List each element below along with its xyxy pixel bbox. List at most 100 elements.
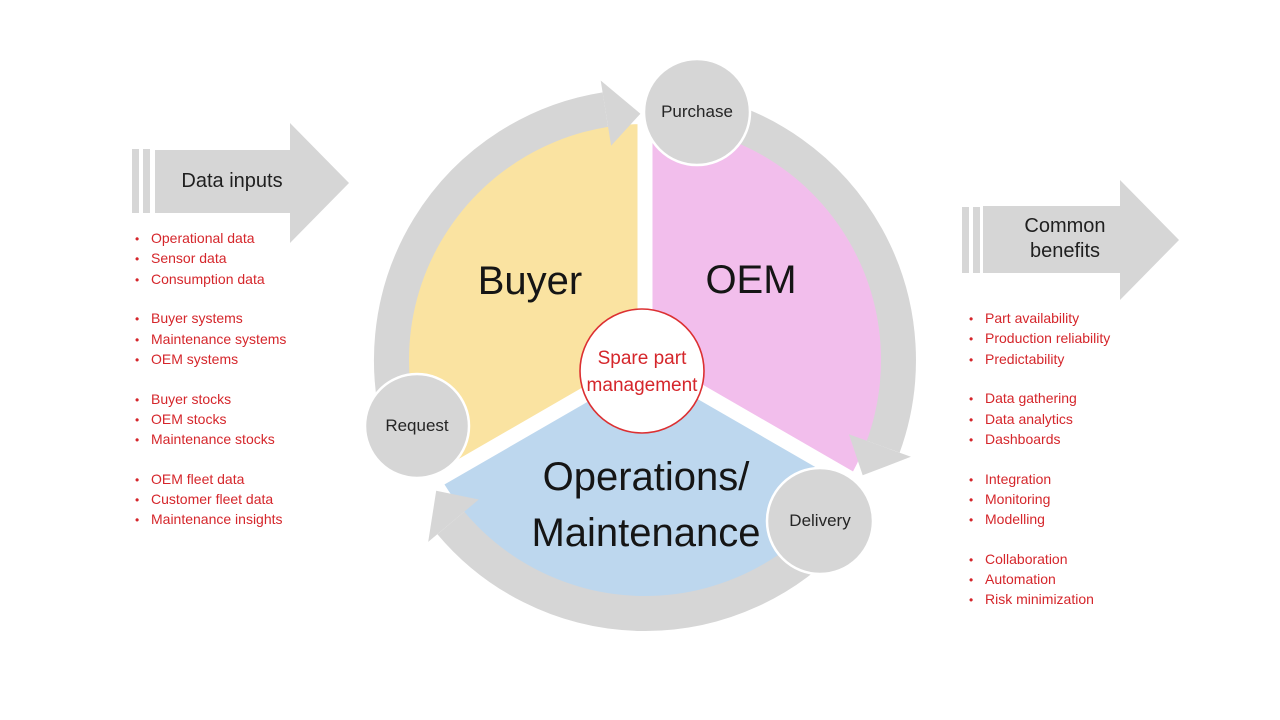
- bullet-item-label: Maintenance systems: [151, 330, 287, 347]
- right-arrow-bar-icon: [973, 207, 980, 273]
- bullet-item: •Automation: [969, 570, 1110, 590]
- bullet-item: • Data analytics: [969, 410, 1110, 430]
- bullet-item-label: Predictability: [985, 350, 1065, 367]
- common-benefits-arrow-icon: [983, 180, 1179, 300]
- bullet-group: • OEM fleet data •Customer fleet data•Main…: [135, 470, 286, 531]
- bullet-dot-icon: •: [969, 332, 974, 347]
- bullet-item: •Operational data: [135, 229, 286, 249]
- bullet-dot-icon: •: [969, 352, 974, 367]
- bullet-dot-icon: •: [135, 352, 140, 367]
- bullet-item-label: Dashboards: [985, 430, 1061, 447]
- cycle-arc-bottom: [437, 507, 847, 631]
- bullet-item: • Sensor data: [135, 249, 286, 269]
- bullet-item: • Predictability: [969, 350, 1110, 370]
- bullet-dot-icon: •: [135, 252, 140, 267]
- node-circle-request: [363, 372, 471, 480]
- node-circle-purchase: [642, 57, 752, 167]
- center-circle: [579, 308, 705, 434]
- bullet-item-label: Production reliability: [985, 330, 1111, 347]
- bullet-item: • Collaboration: [969, 550, 1110, 570]
- bullet-dot-icon: •: [969, 312, 974, 326]
- node-label-delivery: Delivery: [789, 511, 851, 530]
- node-label-request: Request: [385, 416, 449, 435]
- right-arrow-bar-icon: [962, 207, 969, 273]
- common-benefits-title-line1: Common: [1024, 215, 1106, 237]
- bullet-item: • Consumption data: [135, 270, 286, 290]
- bullet-item-label: Maintenance insights: [151, 511, 283, 528]
- bullet-item: • OEM fleet data: [135, 470, 286, 490]
- bullet-group: • Part availability • Production reliabilit…: [969, 309, 1110, 370]
- bullet-item-label: Consumption data: [151, 270, 265, 287]
- bullet-dot-icon: •: [135, 332, 140, 347]
- bullet-dot-icon: •: [135, 472, 140, 487]
- center-label: Spare part management: [552, 345, 732, 399]
- bullet-item-label: Data gathering: [985, 390, 1077, 407]
- bullet-item-label: Customer fleet data: [151, 491, 274, 508]
- left-arrow-bar-icon: [143, 149, 150, 213]
- bullet-item-label: Modelling: [985, 511, 1045, 528]
- common-benefits-list: • Part availability • Production reliabilit…: [969, 309, 1110, 611]
- bullet-item-label: Collaboration: [985, 550, 1068, 567]
- bullet-dot-icon: •: [969, 513, 974, 528]
- segment-label-operations-line1: Operations/: [542, 455, 750, 499]
- bullet-dot-icon: •: [135, 392, 140, 407]
- data-inputs-arrow-icon: [155, 123, 349, 243]
- bullet-item: • OEM systems: [135, 350, 286, 370]
- bullet-item-label: Part availability: [985, 310, 1080, 326]
- bullet-item: • Production reliability: [969, 329, 1110, 349]
- segment-label-operations-maintenance: Operations/ Maintenance: [445, 449, 847, 561]
- bullet-dot-icon: •: [969, 432, 974, 447]
- bullet-item-label: Buyer stocks: [151, 390, 232, 407]
- bullet-item: •Buyer systems: [135, 309, 286, 329]
- bullet-item-label: Monitoring: [985, 490, 1051, 507]
- bullet-item: • Maintenance systems: [135, 330, 286, 350]
- bullet-group: •Data gathering • Data analytics • Dashboard…: [969, 389, 1110, 450]
- bullet-item-label: Data analytics: [985, 410, 1073, 427]
- cycle-arc-oem-side: [692, 94, 916, 453]
- arrowhead-to-delivery-icon: [848, 434, 911, 476]
- bullet-item: • Part availability: [969, 309, 1110, 329]
- bullet-item: •Integration: [969, 470, 1110, 490]
- bullet-dot-icon: •: [969, 573, 974, 588]
- bullet-item-label: Sensor data: [151, 250, 227, 267]
- bullet-group: •Collaboration•Automation•Risk minimizat…: [969, 550, 1110, 611]
- common-benefits-title: Common benefits: [988, 214, 1142, 264]
- bullet-item-label: Risk minimization: [985, 591, 1094, 608]
- bullet-dot-icon: •: [969, 552, 974, 567]
- bullet-group: •Buyer systems•Maintenance systems•OEM s…: [135, 309, 286, 370]
- bullet-item-label: OEM stocks: [151, 410, 227, 427]
- bullet-item: •Maintenance stocks: [135, 430, 286, 450]
- bullet-dot-icon: •: [969, 472, 974, 487]
- bullet-dot-icon: •: [135, 312, 140, 327]
- bullet-item: • Modelling: [969, 510, 1110, 530]
- left-arrow-bar-icon: [132, 149, 139, 213]
- node-circle-delivery: [765, 466, 875, 576]
- bullet-item-label: OEM systems: [151, 350, 239, 367]
- center-label-line2: management: [586, 375, 698, 396]
- bullet-group: • Buyer stocks • OEM stocks •Maintenance sto…: [135, 390, 286, 451]
- bullet-dot-icon: •: [969, 412, 974, 427]
- bullet-item: •Risk minimization: [969, 590, 1110, 610]
- bullet-item: •Maintenance insights: [135, 510, 286, 530]
- data-inputs-title: Data inputs: [181, 170, 283, 192]
- data-inputs-list: •Operational data•Sensor data•Consumptio…: [135, 229, 286, 531]
- bullet-item: •Customer fleet data: [135, 490, 286, 510]
- bullet-item: • Dashboards: [969, 430, 1110, 450]
- bullet-dot-icon: •: [135, 412, 140, 427]
- bullet-group: •Integration•Monitoring•Modelling: [969, 470, 1110, 531]
- center-label-line1: Spare part: [597, 348, 687, 369]
- segment-label-oem: OEM: [705, 258, 797, 302]
- bullet-item: •Monitoring: [969, 490, 1110, 510]
- arrowhead-to-request-icon: [428, 490, 479, 542]
- bullet-item: • OEM stocks: [135, 410, 286, 430]
- bullet-item-label: OEM fleet data: [151, 470, 245, 487]
- bullet-item-label: Operational data: [151, 230, 255, 246]
- bullet-item: • Buyer stocks: [135, 390, 286, 410]
- bullet-item: •Data gathering: [969, 389, 1110, 409]
- bullet-dot-icon: •: [135, 272, 140, 287]
- common-benefits-title-line2: benefits: [1029, 240, 1101, 262]
- segment-label-buyer: Buyer: [477, 259, 583, 303]
- arrowhead-to-purchase-icon: [600, 80, 641, 146]
